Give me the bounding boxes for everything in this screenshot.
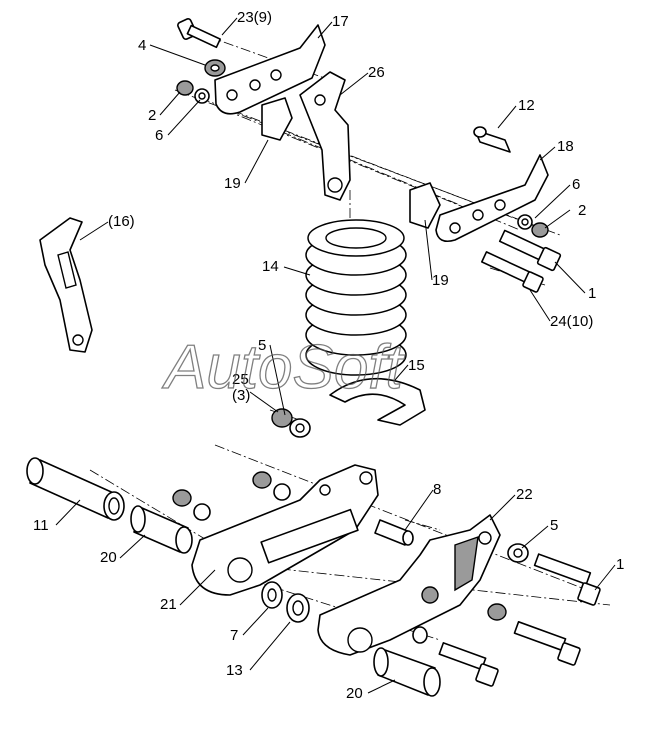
callout-25-paren: (3)	[232, 387, 250, 404]
bolt-lower-a	[438, 642, 499, 687]
callout-5-upper: 5	[258, 337, 266, 354]
leader-lines	[55, 17, 616, 694]
bolt-lower-b	[513, 621, 581, 666]
bracket-19-lower	[409, 182, 441, 229]
callout-12: 12	[518, 97, 535, 114]
bracket-18	[435, 154, 549, 243]
spring-seat-15	[329, 377, 426, 426]
callout-6-upper: 6	[155, 127, 163, 144]
washer-13	[286, 593, 310, 623]
callout-21: 21	[160, 596, 177, 613]
callout-5-lower: 5	[550, 517, 558, 534]
washer-5-lower	[507, 543, 529, 563]
callout-1-upper: 1	[588, 285, 596, 302]
bushing-20-lower	[373, 647, 441, 697]
callout-17: 17	[332, 13, 349, 30]
callout-2-upper: 2	[148, 107, 156, 124]
callout-7: 7	[230, 627, 238, 644]
spring-14	[305, 219, 407, 376]
nuts-arm-22	[412, 603, 507, 644]
bushing-20-left	[130, 505, 193, 554]
bushing-11	[26, 457, 125, 521]
bolt-23	[177, 18, 221, 49]
callout-20-left: 20	[100, 549, 117, 566]
callout-19-upper: 19	[224, 175, 241, 192]
arm-22	[317, 514, 501, 656]
bolt-1-upper	[498, 229, 562, 272]
bolt-24	[481, 251, 544, 293]
callout-2-right: 2	[578, 202, 586, 219]
nut-2-upper	[176, 80, 210, 104]
callout-13: 13	[226, 662, 243, 679]
callout-26: 26	[368, 64, 385, 81]
callout-4: 4	[138, 37, 146, 54]
washer-7	[261, 581, 283, 609]
callout-labels: 23(9) 17 4 26 2 6 12 18 19 (16) 6 2 14 1…	[33, 9, 624, 702]
callout-19-lower: 19	[432, 272, 449, 289]
callout-18: 18	[557, 138, 574, 155]
pin-12	[473, 126, 511, 153]
lever-26	[299, 71, 351, 201]
lever-16	[39, 217, 93, 353]
bolt-1-lower	[533, 553, 601, 606]
callout-20-lower: 20	[346, 685, 363, 702]
bracket-17	[214, 24, 326, 115]
nut-4	[204, 59, 226, 77]
callout-1-lower: 1	[616, 556, 624, 573]
pin-8	[374, 519, 414, 546]
callout-14: 14	[262, 258, 279, 275]
callout-16: (16)	[108, 213, 135, 230]
callout-8: 8	[433, 481, 441, 498]
callout-6-right: 6	[572, 176, 580, 193]
callout-24: 24(10)	[550, 313, 593, 330]
callout-11: 11	[33, 517, 49, 534]
callout-23: 23(9)	[237, 9, 272, 26]
callout-15: 15	[408, 357, 425, 374]
nuts-arm-21	[172, 471, 291, 521]
watermark-text: AutoSoft	[161, 333, 406, 402]
callout-25: 25	[232, 371, 249, 388]
bracket-19-upper	[261, 97, 293, 141]
nut-2-right	[517, 214, 549, 238]
callout-22: 22	[516, 486, 533, 503]
nut-25	[271, 408, 311, 438]
arm-21	[191, 464, 379, 596]
